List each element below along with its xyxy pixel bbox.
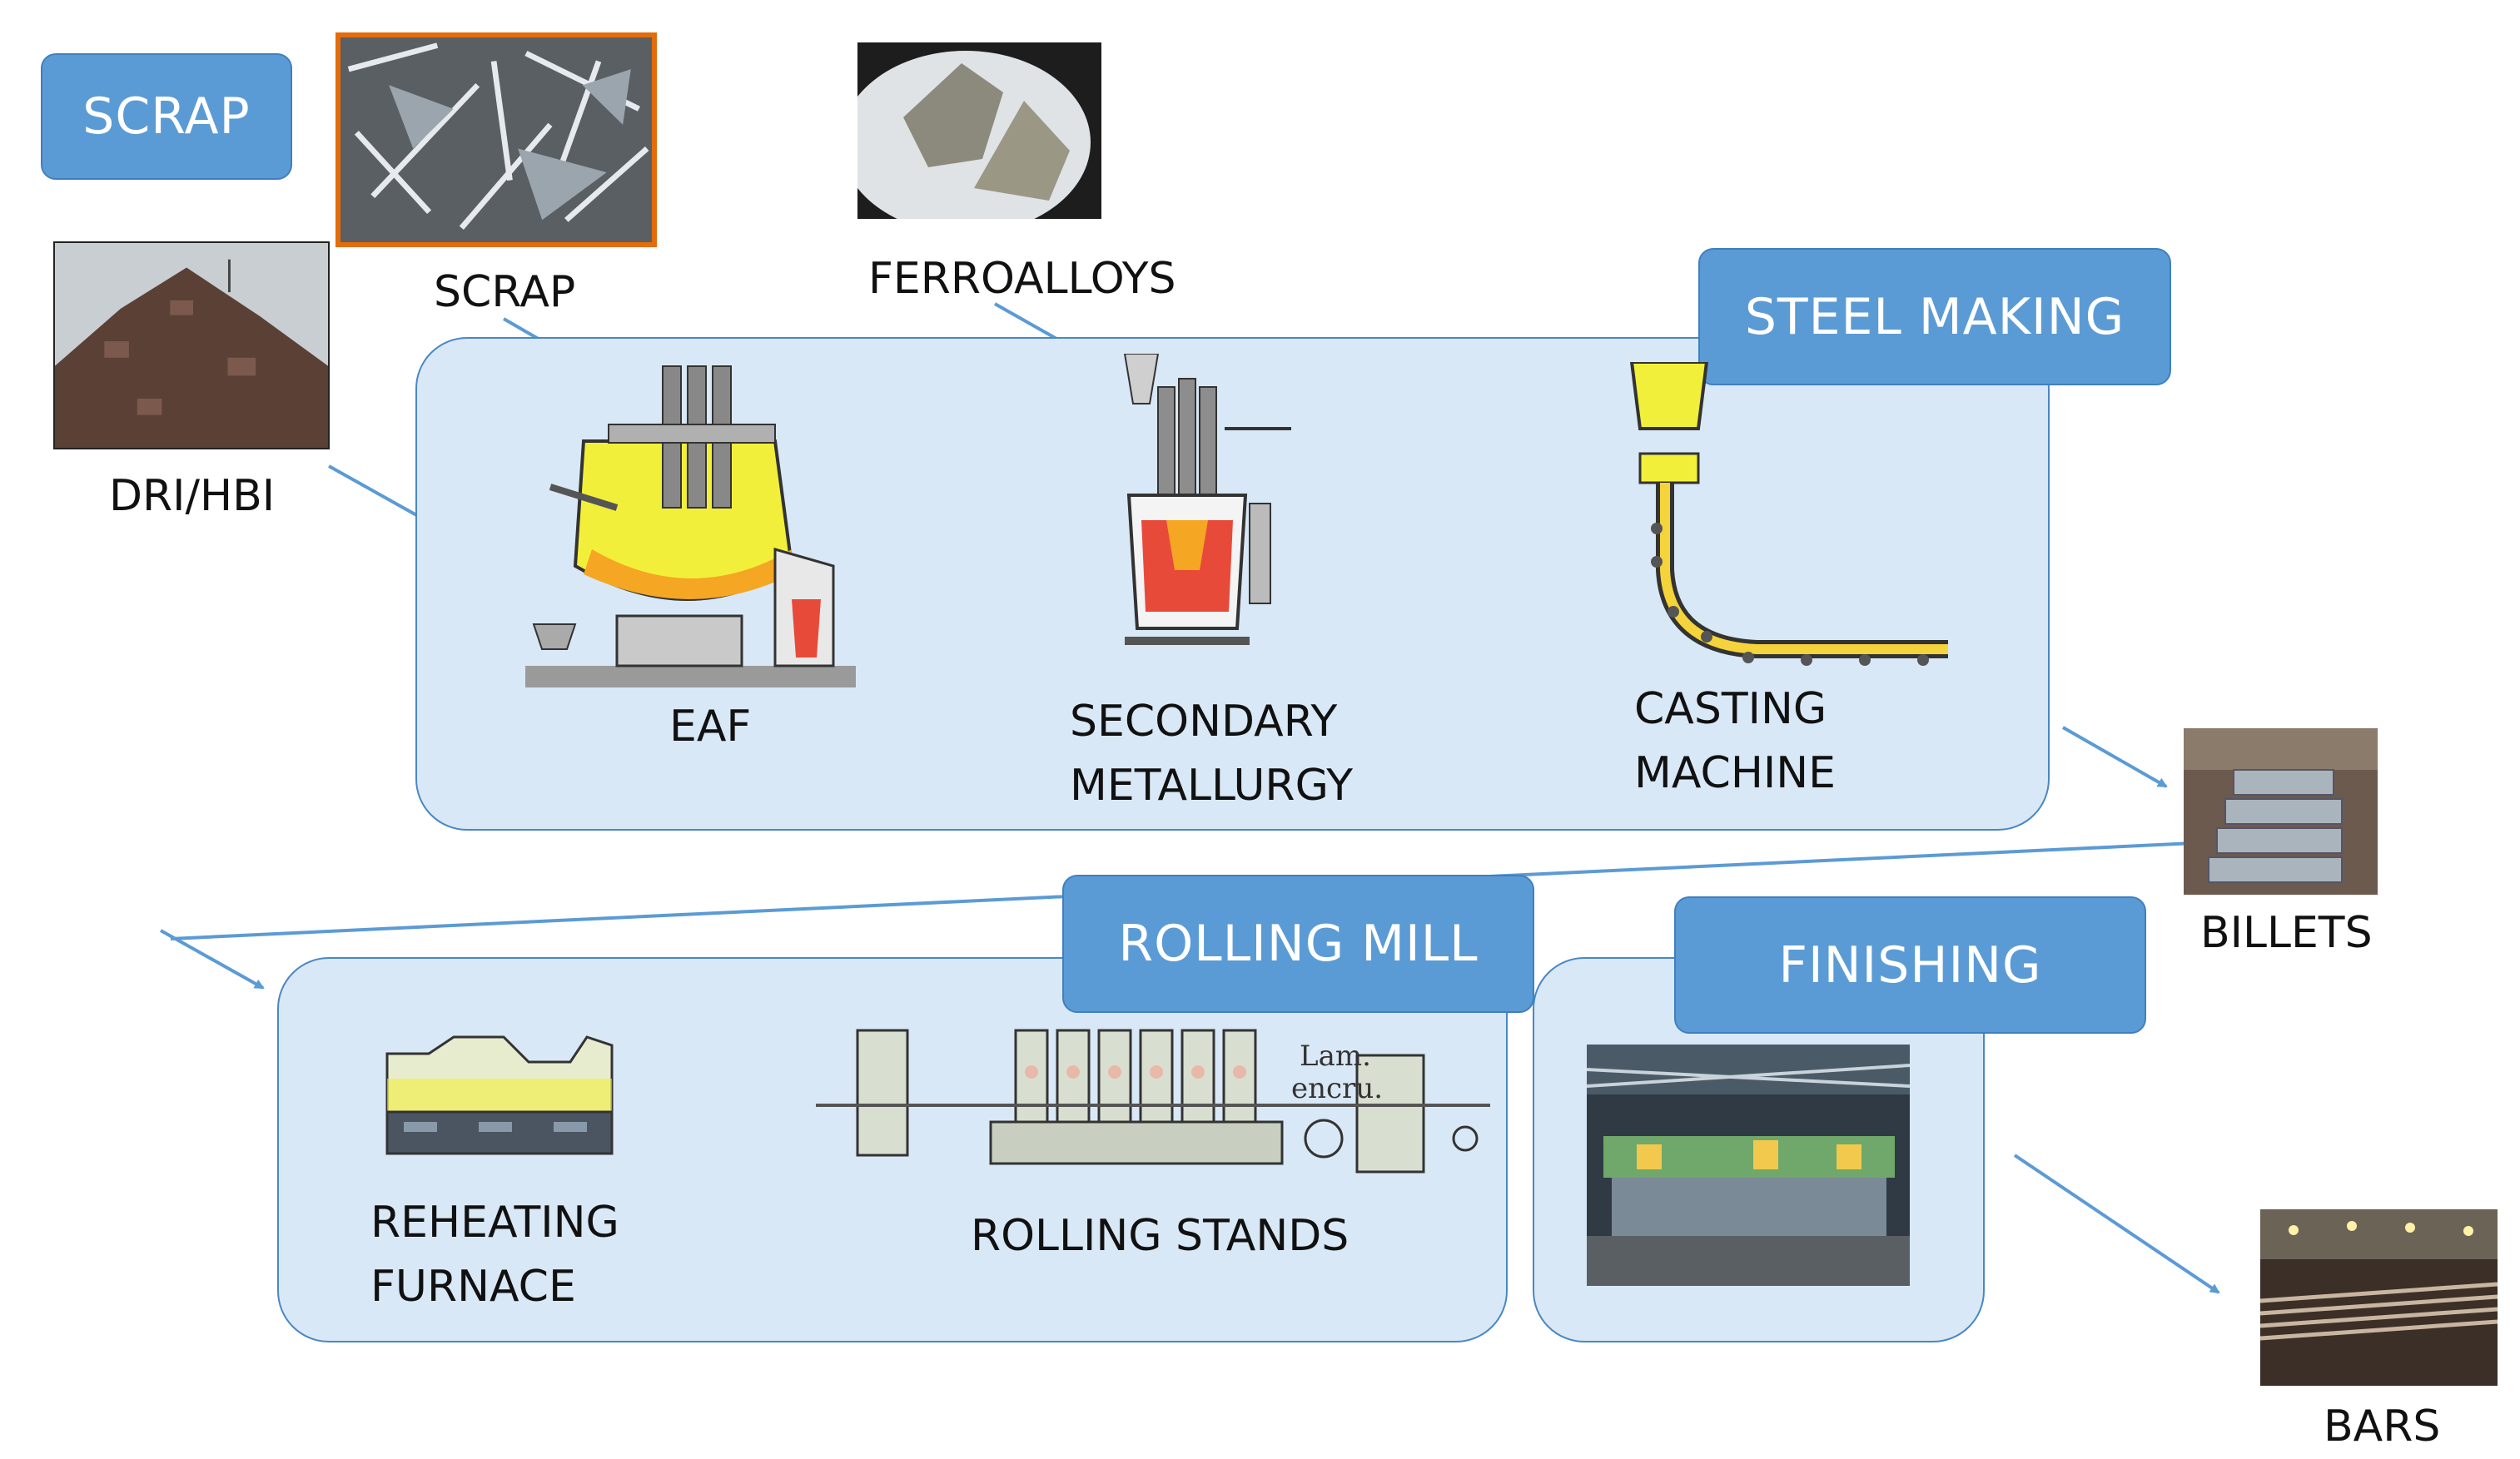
bars-label: BARS xyxy=(2324,1402,2441,1452)
rolling-stands-illustration xyxy=(816,1022,1490,1180)
ferroalloys-label: FERROALLOYS xyxy=(868,254,1176,304)
rolling-stands-note-line2: encru. xyxy=(1291,1072,1384,1105)
secondary-metallurgy-label-line2: METALLURGY xyxy=(1070,761,1354,811)
finishing-tag: FINISHING xyxy=(1674,896,2146,1034)
bars-photo xyxy=(2260,1209,2498,1386)
rolling-stands-label: ROLLING STANDS xyxy=(971,1211,1349,1261)
rolling-stands-note-line1: Lam. xyxy=(1300,1040,1371,1073)
dri-hbi-photo xyxy=(53,241,330,449)
reheating-furnace-illustration xyxy=(379,1029,622,1160)
dri-hbi-label: DRI/HBI xyxy=(109,471,276,521)
arrow-steelmaking-to-billets xyxy=(2062,726,2168,788)
reheating-furnace-label-line1: REHEATING xyxy=(370,1198,619,1248)
arrow-finishing-to-bars xyxy=(2013,1154,2220,1294)
ferroalloys-photo xyxy=(857,42,1101,219)
scrap-photo xyxy=(336,32,657,247)
arrow-billets-to-rolling-head xyxy=(160,929,265,990)
billets-photo xyxy=(2184,728,2378,895)
scrap-label: SCRAP xyxy=(434,267,576,317)
steel-making-tag: STEEL MAKING xyxy=(1698,248,2171,385)
casting-machine-label-line1: CASTING xyxy=(1634,684,1827,734)
secondary-metallurgy-illustration xyxy=(1100,354,1295,653)
eaf-label: EAF xyxy=(669,702,752,752)
rolling-mill-tag: ROLLING MILL xyxy=(1062,875,1534,1013)
secondary-metallurgy-label-line1: SECONDARY xyxy=(1070,697,1338,747)
finishing-photo xyxy=(1587,1045,1910,1286)
casting-machine-label-line2: MACHINE xyxy=(1634,748,1837,798)
scrap-tag: SCRAP xyxy=(41,53,292,180)
casting-machine-illustration xyxy=(1623,362,1952,668)
reheating-furnace-label-line2: FURNACE xyxy=(370,1262,576,1312)
billets-label: BILLETS xyxy=(2200,908,2373,958)
eaf-illustration xyxy=(525,350,856,687)
